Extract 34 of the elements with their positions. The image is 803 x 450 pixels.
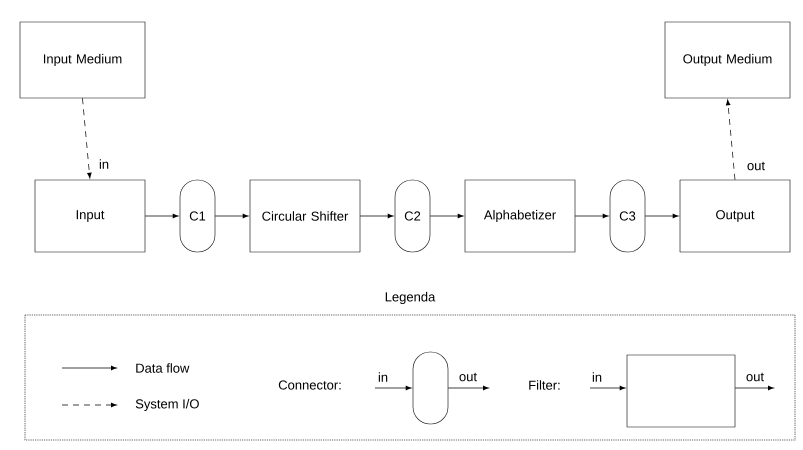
- legend-text: Filter:: [529, 380, 560, 390]
- arrow: [448, 386, 489, 390]
- connector-capsule: C3: [610, 180, 646, 252]
- arrow: [590, 386, 626, 390]
- edge-label: out: [458, 372, 478, 382]
- filter-box: Circular Shifter: [250, 180, 360, 252]
- edge-label: out: [746, 160, 766, 172]
- legend-text: Connector:: [278, 380, 341, 390]
- filter-box: [626, 354, 736, 428]
- arrow: [214, 214, 249, 218]
- legend-title: Legenda: [386, 292, 436, 304]
- connector-capsule: [412, 352, 448, 424]
- arrow: [726, 99, 736, 180]
- medium-box: Input Medium: [20, 22, 146, 98]
- arrow: [374, 386, 412, 390]
- arrow: [430, 214, 464, 218]
- edge-label: in: [376, 371, 390, 383]
- arrow: [644, 214, 679, 218]
- connector-capsule: C2: [394, 180, 430, 252]
- filter-box: Alphabetizer: [464, 180, 576, 252]
- arrow: [82, 98, 92, 179]
- arrow: [360, 214, 394, 218]
- arrow: [574, 214, 609, 218]
- legend-text: Data flow: [136, 363, 190, 373]
- filter-box: Output: [680, 180, 790, 252]
- arrow: [734, 386, 774, 390]
- filter-box: Input: [34, 180, 146, 252]
- connector-capsule: C1: [180, 180, 216, 252]
- edge-label: out: [744, 372, 766, 382]
- edge-label: in: [590, 371, 604, 383]
- arrow: [144, 214, 179, 218]
- legend-text: System I/O: [136, 398, 199, 412]
- medium-box: Output Medium: [664, 22, 790, 98]
- edge-label: in: [98, 158, 110, 170]
